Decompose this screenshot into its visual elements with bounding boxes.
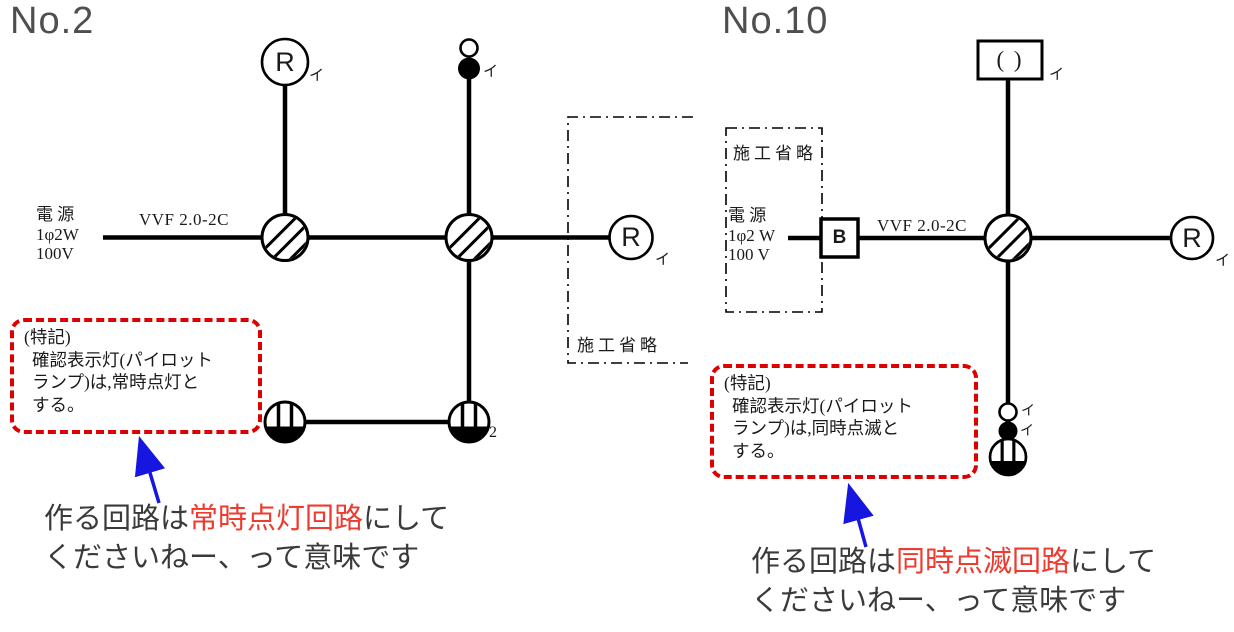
no10-lamp-right-icon xyxy=(1169,215,1215,261)
no2-junction-box-2-icon xyxy=(444,213,494,262)
no2-omission-label: 施工省略 xyxy=(577,336,661,355)
no10-caption-highlight: 同時点滅回路 xyxy=(896,546,1071,578)
no10-switch-circuit-mark: イ xyxy=(1020,424,1034,439)
no2-caption-line2: くださいねー、って意味です xyxy=(44,542,420,574)
no10-power-source-line1: 電 源 xyxy=(728,206,767,225)
no10-junction-box-icon xyxy=(983,213,1033,263)
no2-power-source-line2: 1φ2W xyxy=(36,224,79,244)
no2-lamp-right-icon xyxy=(608,214,654,261)
no2-caption-pre: 作る回路は xyxy=(44,503,190,535)
no2-lamp-right-circuit-mark: イ xyxy=(655,252,671,268)
no10-page-title: No.10 xyxy=(722,0,829,42)
no10-caption-line1: 作る回路は同時点滅回路にして xyxy=(751,543,1156,582)
no2-note-arrow-icon xyxy=(134,435,166,504)
no10-power-source-label: 電 源 1φ2 W 100 V xyxy=(728,206,775,265)
no2-switch-icon xyxy=(458,57,480,80)
no2-power-source-line3: 100V xyxy=(36,244,74,263)
no10-note-box: (特記) 確認表示灯(パイロット ランプ)は,同時点滅と する。 xyxy=(710,364,978,479)
no2-note-line2: 確認表示灯(パイロット xyxy=(32,349,213,370)
no2-omission-boundary xyxy=(567,116,693,364)
no10-note-line2: 確認表示灯(パイロット xyxy=(732,395,913,416)
no10-diagram xyxy=(725,39,1215,548)
no10-note-line1: (特記) xyxy=(724,373,771,393)
no10-lamp-right-circuit-mark: イ xyxy=(1215,253,1231,269)
no2-outlet-right-icon xyxy=(447,400,491,444)
no2-caption-highlight: 常時点灯回路 xyxy=(189,503,364,535)
no10-pilot-circuit-mark: イ xyxy=(1021,404,1035,419)
no2-lamp-top-circuit-mark: イ xyxy=(309,68,325,84)
no2-outlet-left-icon xyxy=(263,400,307,444)
no2-pilot-lamp-icon xyxy=(459,38,479,58)
no10-lamp-right-letter: R xyxy=(1182,222,1202,253)
no2-caption: 作る回路は常時点灯回路にして くださいねー、って意味です xyxy=(44,500,449,578)
no2-caption-post: にして xyxy=(363,503,450,535)
no2-note-line4: する。 xyxy=(32,394,85,415)
no2-outlet-count: 2 xyxy=(489,424,497,441)
no2-lamp-right-letter: R xyxy=(621,221,641,252)
no10-ceiling-rosette-icon xyxy=(976,39,1044,81)
no10-caption: 作る回路は同時点滅回路にして くださいねー、って意味です xyxy=(751,543,1156,621)
no10-breaker-letter: B xyxy=(832,227,847,248)
no2-power-source-line1: 電 源 xyxy=(36,205,75,224)
no10-power-source-line2: 1φ2 W xyxy=(728,225,776,245)
no2-caption-line1: 作る回路は常時点灯回路にして xyxy=(44,500,449,539)
no10-omission-label: 施工省略 xyxy=(733,144,817,163)
no2-lamp-top-letter: R xyxy=(275,46,295,77)
no10-caption-post: にして xyxy=(1070,546,1157,578)
no10-caption-pre: 作る回路は xyxy=(751,546,897,578)
no2-lamp-top-icon xyxy=(260,37,310,87)
no2-cable-label: VVF 2.0-2C xyxy=(139,210,230,229)
no2-diagram xyxy=(103,37,693,504)
no10-breaker-icon xyxy=(819,217,860,259)
no10-caption-line2: くださいねー、って意味です xyxy=(751,585,1127,617)
no2-note-line1: (特記) xyxy=(24,327,71,347)
no10-pilot-lamp-icon xyxy=(998,402,1018,422)
no10-rosette-circuit-mark: イ xyxy=(1049,67,1065,83)
no10-rosette-symbol: ( ) xyxy=(996,47,1024,72)
no10-note-line4: する。 xyxy=(732,440,785,461)
no2-power-source-label: 電 源 1φ2W 100V xyxy=(36,205,79,264)
no2-page-title: No.2 xyxy=(10,0,95,42)
no10-switch-icon xyxy=(998,421,1018,441)
no10-note-line3: ランプ)は,同時点滅と xyxy=(732,418,900,438)
no10-outlet-icon xyxy=(988,437,1028,477)
no10-note-arrow-icon xyxy=(843,482,874,548)
no10-power-source-line3: 100 V xyxy=(728,245,770,264)
no2-note-box: (特記) 確認表示灯(パイロット ランプ)は,常時点灯と する。 xyxy=(10,318,262,434)
no10-cable-label: VVF 2.0-2C xyxy=(877,216,968,235)
no2-note-line3: ランプ)は,常時点灯と xyxy=(32,372,200,392)
no2-switch-circuit-mark: イ xyxy=(483,64,499,80)
no2-junction-box-1-icon xyxy=(260,213,310,262)
